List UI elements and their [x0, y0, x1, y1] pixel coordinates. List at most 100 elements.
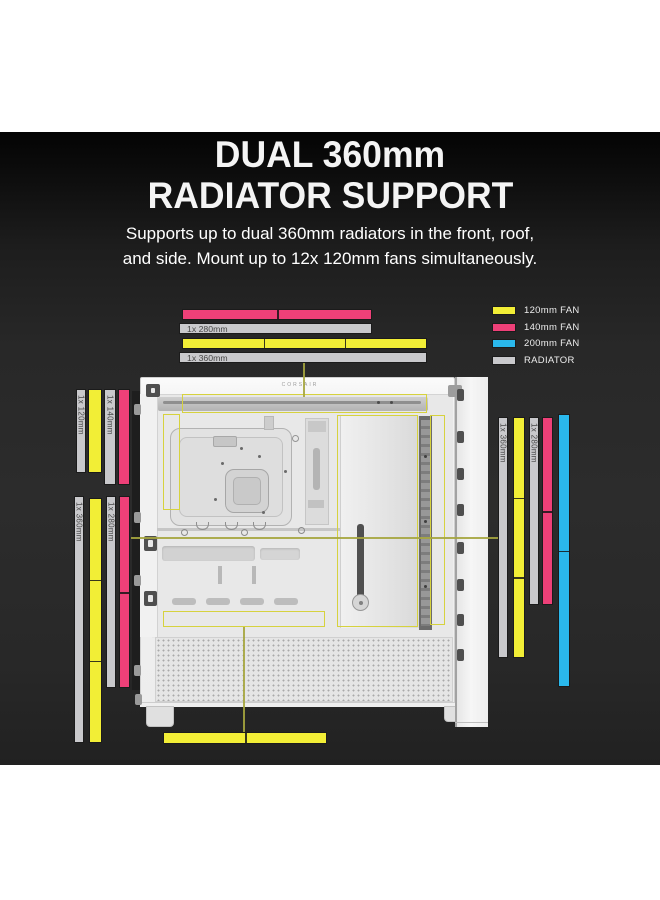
front-left-radiator-360-label: 1x 360mm	[74, 502, 84, 542]
title-line-1: DUAL 360mm	[214, 134, 446, 175]
rivet	[241, 529, 248, 536]
case-brand-text: CORSAIR	[281, 382, 319, 388]
edge-nub	[134, 665, 141, 676]
legend-label: 200mm FAN	[524, 338, 580, 349]
legend: 120mm FAN 140mm FAN 200mm FAN RADIATOR	[492, 306, 580, 372]
front-mount-zone-outline	[337, 415, 418, 627]
front-right-radiator-280: 1x 280mm	[529, 417, 539, 605]
screw-dot	[262, 511, 265, 514]
legend-swatch-icon	[492, 339, 516, 348]
post	[218, 566, 222, 584]
roof-screw-1	[377, 401, 380, 404]
front-right-fans-2x140	[542, 417, 553, 605]
legend-swatch-icon	[492, 322, 516, 332]
front-right-radiator-360-label: 1x 360mm	[498, 423, 508, 463]
side-radiator-120: 1x 120mm	[76, 389, 86, 473]
psu-shroud-vent	[155, 637, 453, 702]
legend-item-2: 200mm FAN	[492, 339, 580, 348]
roof-fans-2x140	[182, 309, 372, 320]
edge-nub	[134, 512, 141, 523]
panel-clip	[457, 504, 464, 516]
panel-clip	[457, 579, 464, 591]
tray-shelf	[157, 528, 340, 531]
side-radiator-140: 1x 140mm	[104, 389, 116, 485]
rivet	[181, 529, 188, 536]
channel-cap	[308, 421, 326, 432]
roof-leader-line	[303, 363, 305, 397]
rail-slot	[274, 598, 298, 605]
front-left-radiator-280-label: 1x 280mm	[106, 502, 116, 542]
front-right-radiator-280-label: 1x 280mm	[529, 423, 539, 463]
edge-nub	[134, 404, 141, 415]
side-latch-top-slot	[151, 388, 155, 393]
screw-dot	[214, 498, 217, 501]
roof-radiator-280: 1x 280mm	[179, 323, 372, 334]
subtitle-line-2: and side. Mount up to 12x 120mm fans sim…	[122, 249, 538, 268]
front-left-radiator-280: 1x 280mm	[106, 496, 116, 688]
front-left-fans-3x120	[89, 498, 102, 743]
roof-rail-slot	[163, 401, 421, 404]
panel-clip	[457, 542, 464, 554]
channel-slot	[313, 448, 320, 490]
rail-slot	[172, 598, 196, 605]
legend-label: 140mm FAN	[524, 321, 580, 333]
rail-slot	[206, 598, 230, 605]
side-radiator-140-label: 1x 140mm	[105, 395, 115, 435]
bottom-mount-zone-outline	[163, 611, 325, 627]
legend-item-0: 120mm FAN	[492, 306, 580, 315]
side-radiator-120-label: 1x 120mm	[76, 395, 86, 435]
bottom-leader-line	[243, 627, 245, 732]
rail-screw	[424, 520, 427, 523]
cable-recess-1	[162, 546, 255, 561]
front-right-radiator-360: 1x 360mm	[498, 417, 508, 658]
legend-item-1: 140mm FAN	[492, 321, 580, 333]
panel-clip	[457, 389, 464, 401]
rivet	[298, 527, 305, 534]
page-title: DUAL 360mm RADIATOR SUPPORT	[0, 134, 660, 216]
front-panel-seam	[455, 722, 488, 723]
front-duct	[340, 416, 420, 628]
legend-swatch-icon	[492, 306, 516, 315]
edge-nub	[134, 575, 141, 586]
front-leader-line	[131, 537, 498, 539]
panel-clip	[457, 431, 464, 443]
cable-clip	[225, 522, 238, 530]
roof-radiator-280-label: 1x 280mm	[187, 323, 228, 334]
case-foot-left	[146, 706, 174, 727]
roof-screw-2	[390, 401, 393, 404]
front-left-radiator-360: 1x 360mm	[74, 496, 84, 743]
tray-clip	[213, 436, 237, 447]
side-fan-1x120	[88, 389, 102, 473]
fan-rail-slot	[357, 524, 364, 599]
side-glass-edge	[132, 391, 140, 690]
side-intake-rail	[421, 420, 430, 626]
channel-block	[308, 500, 324, 508]
left-bezel	[140, 394, 158, 637]
rail-screw	[424, 455, 427, 458]
edge-nub	[135, 694, 142, 705]
legend-item-3: RADIATOR	[492, 354, 580, 366]
post	[252, 566, 256, 584]
screw-dot	[284, 470, 287, 473]
front-left-fans-2x140	[119, 496, 130, 688]
cable-recess-2	[260, 548, 300, 560]
screw-dot	[240, 447, 243, 450]
legend-label: RADIATOR	[524, 354, 575, 366]
rail-screw	[424, 585, 427, 588]
title-line-2: RADIATOR SUPPORT	[147, 175, 513, 216]
front-rail-zone-outline	[430, 415, 445, 625]
pump-mount-emblem	[233, 477, 261, 505]
legend-swatch-icon	[492, 355, 516, 365]
panel-clip	[457, 614, 464, 626]
roof-fan-rail	[158, 397, 428, 411]
roof-radiator-360-label: 1x 360mm	[187, 352, 228, 363]
side-fan-1x140	[118, 389, 130, 485]
panel-clip	[457, 649, 464, 661]
panel-clip	[457, 468, 464, 480]
front-right-fans-3x120	[513, 417, 525, 658]
screw-dot	[221, 462, 224, 465]
bottom-skirt	[140, 702, 455, 707]
subtitle-line-1: Supports up to dual 360mm radiators in t…	[125, 224, 535, 243]
bottom-fans-2x120	[163, 732, 327, 744]
